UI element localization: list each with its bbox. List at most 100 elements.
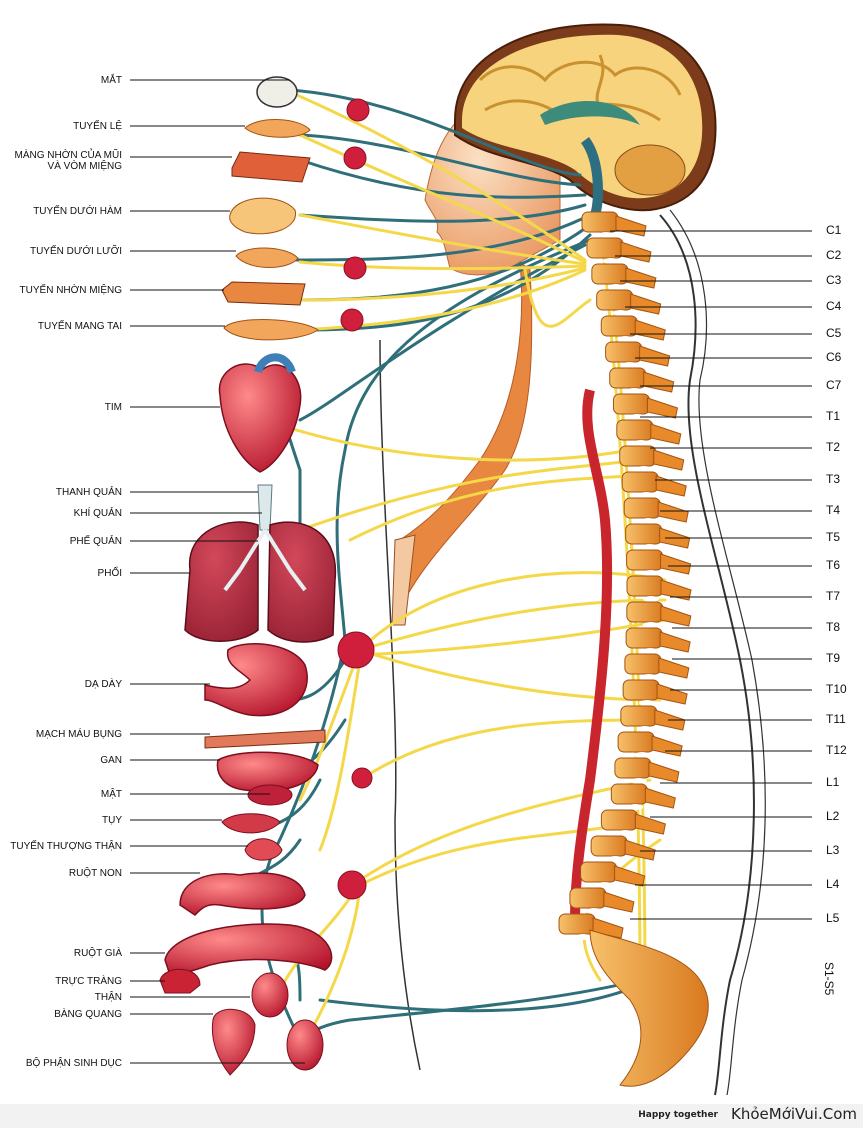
spinal-disc — [625, 388, 642, 394]
vertebra — [619, 445, 657, 467]
vertebra-label-l2: L2 — [826, 809, 840, 823]
spinous-process — [659, 631, 691, 653]
gallbladder — [247, 784, 293, 806]
label-phoi: PHỔI — [98, 568, 122, 579]
label-khi-quan: KHÍ QUẢN — [74, 508, 122, 519]
spinous-process — [658, 657, 690, 679]
spinous-process — [648, 761, 680, 783]
nasal-mucosa — [231, 151, 311, 183]
label-line: TUYẾN DƯỚI LƯỠI — [29, 245, 122, 257]
label-than: THẬN — [95, 992, 122, 1003]
vertebra-label-t10: T10 — [826, 682, 847, 696]
label-line: THANH QUẢN — [55, 486, 122, 498]
spinal-disc — [640, 518, 657, 524]
spinal-disc — [639, 700, 656, 706]
vertebra — [617, 731, 655, 753]
large-intestine — [164, 923, 333, 976]
vertebra-label-t8: T8 — [826, 620, 841, 634]
sublingual-gland — [235, 247, 299, 268]
vertebra-label-t3: T3 — [826, 472, 841, 486]
body-outline — [379, 209, 766, 1096]
spinous-process — [624, 839, 656, 861]
vertebra-label-t5: T5 — [826, 530, 841, 544]
tear-gland — [244, 119, 311, 138]
label-tuy: TỤY — [102, 815, 122, 826]
spinous-process — [643, 371, 675, 393]
spinal-disc — [598, 232, 614, 238]
spinous-process — [620, 241, 652, 263]
stomach — [204, 643, 308, 717]
pancreas — [221, 813, 281, 834]
label-tuyen-thuong-than: TUYẾN THƯỢNG THẬN — [10, 841, 122, 852]
spinal-disc — [642, 570, 659, 576]
spinal-disc — [635, 466, 652, 472]
spinous-process — [655, 475, 687, 497]
spinal-disc — [636, 726, 653, 732]
spinous-process — [646, 397, 679, 419]
vertebra — [614, 757, 652, 779]
vertebra — [624, 653, 662, 675]
spinous-process — [634, 319, 666, 341]
label-line: MÀNG NHỜN CỦA MŨI — [14, 150, 122, 161]
adrenal-gland — [244, 838, 283, 861]
label-line: TIM — [104, 401, 122, 413]
spinous-process — [653, 449, 685, 471]
vertebra-label-c6: C6 — [826, 350, 842, 364]
spine — [558, 211, 692, 940]
abdominal-vessel — [204, 729, 326, 749]
spinous-process — [644, 787, 676, 809]
footer-brand: KhỏeMớiVui.Com — [731, 1105, 857, 1123]
label-line: TUYẾN NHỜN MIỆNG — [19, 284, 122, 296]
aorta — [570, 388, 613, 921]
vertebra — [612, 393, 650, 415]
label-line: GAN — [100, 754, 122, 766]
mouth-glands — [221, 281, 306, 306]
spinous-process — [614, 865, 646, 887]
vertebra-label-t2: T2 — [826, 440, 841, 454]
footer-bar — [0, 1104, 863, 1128]
label-line: TUYẾN MANG TAI — [37, 320, 122, 332]
kidney — [251, 972, 289, 1018]
spinal-disc — [641, 544, 658, 550]
vertebra — [610, 783, 648, 805]
vertebra-label-t1: T1 — [826, 409, 841, 423]
bladder — [211, 1008, 256, 1076]
label-line: TUYẾN LỆ — [73, 120, 122, 132]
spinous-process — [615, 215, 647, 237]
label-line: PHỔI — [97, 567, 122, 579]
label-tim: TIM — [105, 402, 122, 413]
spinal-disc — [596, 882, 613, 888]
spinal-disc — [642, 596, 659, 602]
spinal-disc — [621, 362, 638, 368]
small-intestine — [179, 872, 306, 916]
vertebra — [581, 211, 619, 233]
label-tuyen-mang-tai: TUYẾN MANG TAI — [38, 321, 122, 332]
label-line: MẠCH MÁU BỤNG — [35, 728, 122, 740]
vertebra-label-c2: C2 — [826, 248, 842, 262]
vertebra-label-t9: T9 — [826, 651, 841, 665]
spinous-process — [630, 293, 662, 315]
spinous-process — [660, 605, 692, 627]
label-line: BÀNG QUANG — [54, 1008, 122, 1020]
spinal-disc — [607, 856, 624, 862]
submandibular-gland — [229, 197, 296, 235]
vertebra — [625, 627, 663, 649]
spinous-process — [639, 345, 671, 367]
right-lung — [267, 521, 337, 643]
label-line: PHẾ QUẢN — [69, 535, 122, 547]
eye — [256, 76, 298, 108]
label-thanh-quan: THANH QUẢN — [56, 487, 122, 498]
label-bang-quang: BÀNG QUANG — [54, 1009, 122, 1020]
spinous-process — [650, 423, 682, 445]
left-lung — [184, 521, 259, 642]
label-bo-phan-sinh-duc: BỘ PHẬN SINH DỤC — [26, 1058, 122, 1069]
spinous-process — [656, 683, 688, 705]
spinal-disc — [629, 414, 646, 420]
label-phe-quan: PHẾ QUẢN — [70, 536, 122, 547]
label-line: KHÍ QUẢN — [73, 507, 122, 519]
spinous-process — [657, 501, 689, 523]
vertebra — [586, 237, 624, 259]
spinal-disc — [602, 258, 619, 264]
